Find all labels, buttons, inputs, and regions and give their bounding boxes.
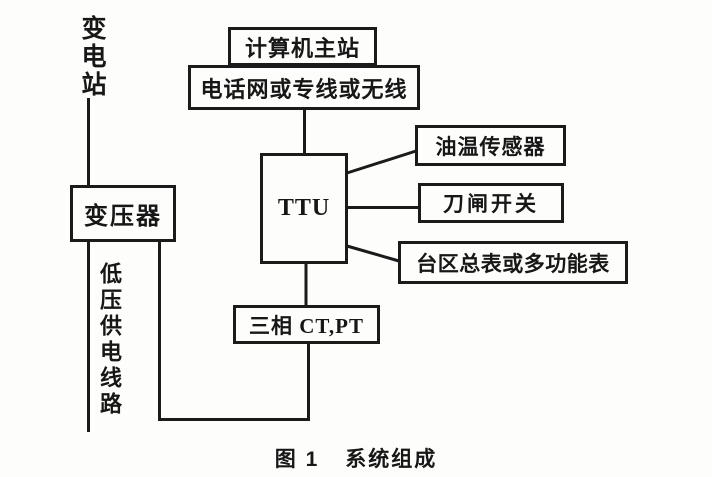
node-area-master-meter: 台区总表或多功能表 xyxy=(398,241,628,284)
node-three-phase-ct-pt: 三相 CT,PT xyxy=(233,305,380,344)
node-ttu: TTU xyxy=(260,153,348,264)
figure-caption-title: 系统组成 xyxy=(345,448,438,471)
node-knife-switch: 刀闸开关 xyxy=(418,183,564,223)
node-computer-master-station: 计算机主站 xyxy=(228,27,377,66)
figure-caption: 图 1 系统组成 xyxy=(0,443,712,473)
node-transformer: 变压器 xyxy=(70,185,176,242)
node-oil-temperature-sensor: 油温传感器 xyxy=(415,125,566,166)
substation-label: 变电站 xyxy=(78,15,106,99)
node-comm-network: 电话网或专线或无线 xyxy=(188,65,420,110)
low-voltage-supply-line-label: 低压供电线路 xyxy=(97,262,122,418)
figure-caption-number: 图 1 xyxy=(274,448,320,471)
